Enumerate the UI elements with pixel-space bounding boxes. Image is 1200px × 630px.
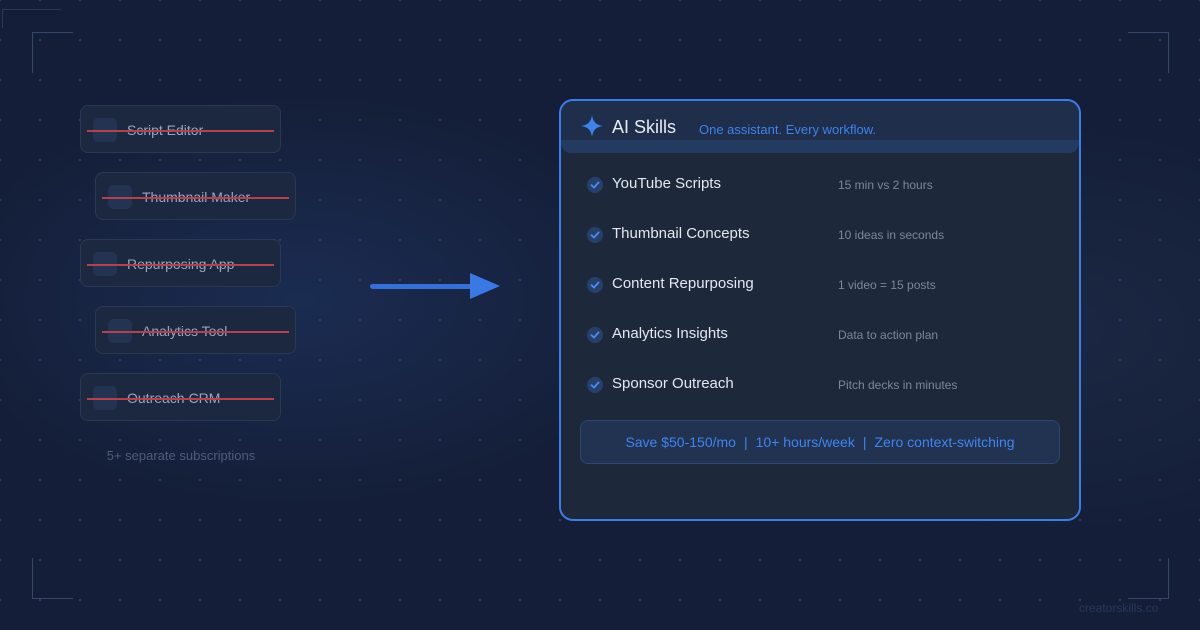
skill-benefit: 1 video = 15 posts <box>838 278 936 292</box>
skill-row: YouTube Scripts 15 min vs 2 hours <box>587 173 1067 195</box>
skill-name: Sponsor Outreach <box>612 375 734 392</box>
arrow-right-icon <box>370 284 474 289</box>
check-icon <box>587 277 603 293</box>
check-icon <box>587 377 603 393</box>
tool-card-script-editor: Script Editor <box>80 105 281 153</box>
skill-name: YouTube Scripts <box>612 175 721 192</box>
card-header: AI Skills One assistant. Every workflow. <box>561 101 1079 153</box>
savings-money: Save $50-150/mo <box>625 434 736 450</box>
savings-banner: Save $50-150/mo | 10+ hours/week | Zero cont… <box>580 420 1060 464</box>
skill-name: Thumbnail Concepts <box>612 225 750 242</box>
corner-bracket-bottom-right <box>1128 558 1169 599</box>
skill-benefit: Data to action plan <box>838 328 939 342</box>
subscriptions-caption: 5+ separate subscriptions <box>106 448 256 463</box>
strikethrough-line <box>87 398 274 400</box>
ai-skills-card: AI Skills One assistant. Every workflow.… <box>559 99 1081 521</box>
tool-card-repurposing-app: Repurposing App <box>80 239 281 287</box>
header-band <box>561 140 1079 153</box>
strikethrough-line <box>102 331 289 333</box>
skill-row: Analytics Insights Data to action plan <box>587 323 1067 345</box>
strikethrough-line <box>87 130 274 132</box>
check-icon <box>587 227 603 243</box>
savings-focus: Zero context-switching <box>874 434 1015 450</box>
strikethrough-line <box>102 197 289 199</box>
skill-row: Content Repurposing 1 video = 15 posts <box>587 273 1067 295</box>
skill-benefit: 15 min vs 2 hours <box>838 178 933 192</box>
corner-bracket-top-right <box>1128 32 1169 73</box>
corner-bracket-top-left <box>32 32 73 73</box>
skill-row: Thumbnail Concepts 10 ideas in seconds <box>587 223 1067 245</box>
skill-row: Sponsor Outreach Pitch decks in minutes <box>587 373 1067 395</box>
arrow-head-icon <box>470 273 500 299</box>
card-tagline: One assistant. Every workflow. <box>699 122 877 137</box>
card-title: AI Skills <box>612 117 677 137</box>
skill-benefit: 10 ideas in seconds <box>838 228 945 242</box>
corner-decoration <box>2 9 61 28</box>
separator: | <box>743 434 748 450</box>
skill-name: Analytics Insights <box>612 325 728 342</box>
strikethrough-line <box>87 264 274 266</box>
sparkle-icon <box>581 115 603 137</box>
skill-benefit: Pitch decks in minutes <box>838 378 958 392</box>
tool-card-analytics-tool: Analytics Tool <box>95 306 296 354</box>
separator: | <box>862 434 867 450</box>
savings-time: 10+ hours/week <box>755 434 855 450</box>
tool-card-outreach-crm: Outreach CRM <box>80 373 281 421</box>
check-icon <box>587 327 603 343</box>
brand-watermark: creatorskills.co <box>1079 601 1159 615</box>
check-icon <box>587 177 603 193</box>
skill-name: Content Repurposing <box>612 275 754 292</box>
corner-bracket-bottom-left <box>32 558 73 599</box>
tool-card-thumbnail-maker: Thumbnail Maker <box>95 172 296 220</box>
